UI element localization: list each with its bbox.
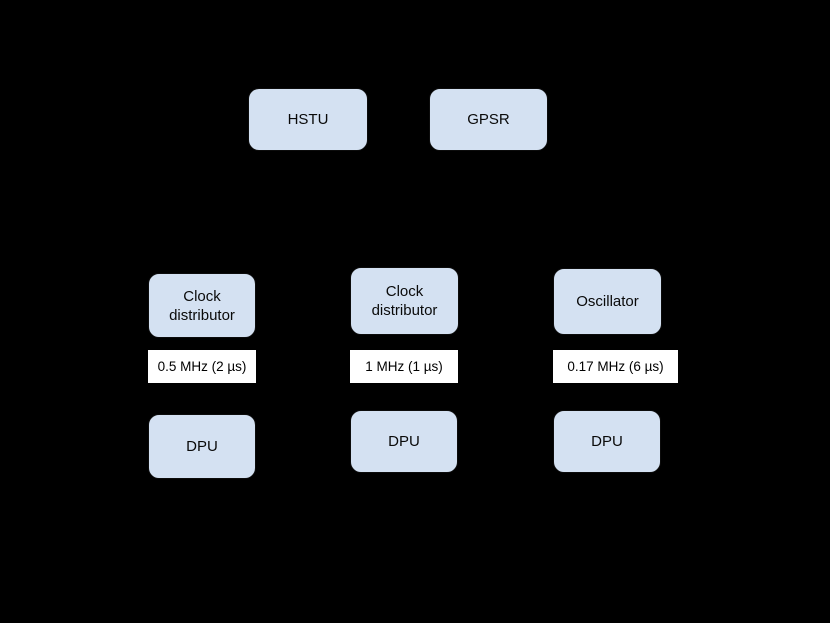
edge-hstu-bus	[202, 211, 308, 212]
frequency-label-2: 1 MHz (1 µs)	[350, 350, 458, 383]
edge-freq1-to-dpu1-arrow	[198, 408, 206, 414]
node-oscillator-label: Oscillator	[576, 293, 639, 310]
node-dpu-1[interactable]: DPU	[148, 414, 256, 479]
frequency-label-2-text: 1 MHz (1 µs)	[365, 358, 443, 374]
node-clock-distributor-1-label: Clock distributor	[169, 287, 235, 324]
edge-clock2-to-freq2	[404, 335, 405, 351]
frequency-label-3-text: 0.17 MHz (6 µs)	[567, 358, 664, 374]
node-hstu-label: HSTU	[287, 111, 329, 128]
edge-clock1-to-freq1	[202, 338, 203, 352]
node-hstu[interactable]: HSTU	[248, 88, 368, 151]
node-clock-distributor-2[interactable]: Clock distributor	[350, 267, 459, 335]
edge-hstu-down	[308, 151, 309, 211]
node-gpsr[interactable]: GPSR	[429, 88, 548, 151]
node-gpsr-label: GPSR	[467, 111, 510, 128]
node-oscillator[interactable]: Oscillator	[553, 268, 662, 335]
edge-gpsr-down-arrow	[484, 261, 492, 267]
node-dpu-2[interactable]: DPU	[350, 410, 458, 473]
edge-freq3-to-dpu3	[607, 382, 608, 410]
node-dpu-3[interactable]: DPU	[553, 410, 661, 473]
edge-hstu-to-clock1	[202, 211, 203, 267]
node-clock-distributor-2-label: Clock distributor	[371, 283, 438, 319]
edge-freq2-to-dpu2	[404, 382, 405, 410]
edge-freq1-to-dpu1	[202, 381, 203, 414]
edge-freq2-to-dpu2-arrow	[400, 404, 408, 410]
frequency-label-1: 0.5 MHz (2 µs)	[148, 350, 256, 383]
frequency-label-3: 0.17 MHz (6 µs)	[553, 350, 678, 383]
edge-freq3-to-dpu3-arrow	[603, 404, 611, 410]
edge-hstu-to-clock1-arrow	[198, 261, 206, 267]
node-dpu-3-label: DPU	[591, 433, 623, 450]
edge-gpsr-down	[488, 151, 489, 267]
edge-osc-to-freq3	[607, 335, 608, 351]
node-dpu-2-label: DPU	[388, 433, 420, 450]
node-clock-distributor-1[interactable]: Clock distributor	[148, 273, 256, 338]
node-dpu-1-label: DPU	[186, 438, 218, 455]
frequency-label-1-text: 0.5 MHz (2 µs)	[157, 358, 247, 374]
